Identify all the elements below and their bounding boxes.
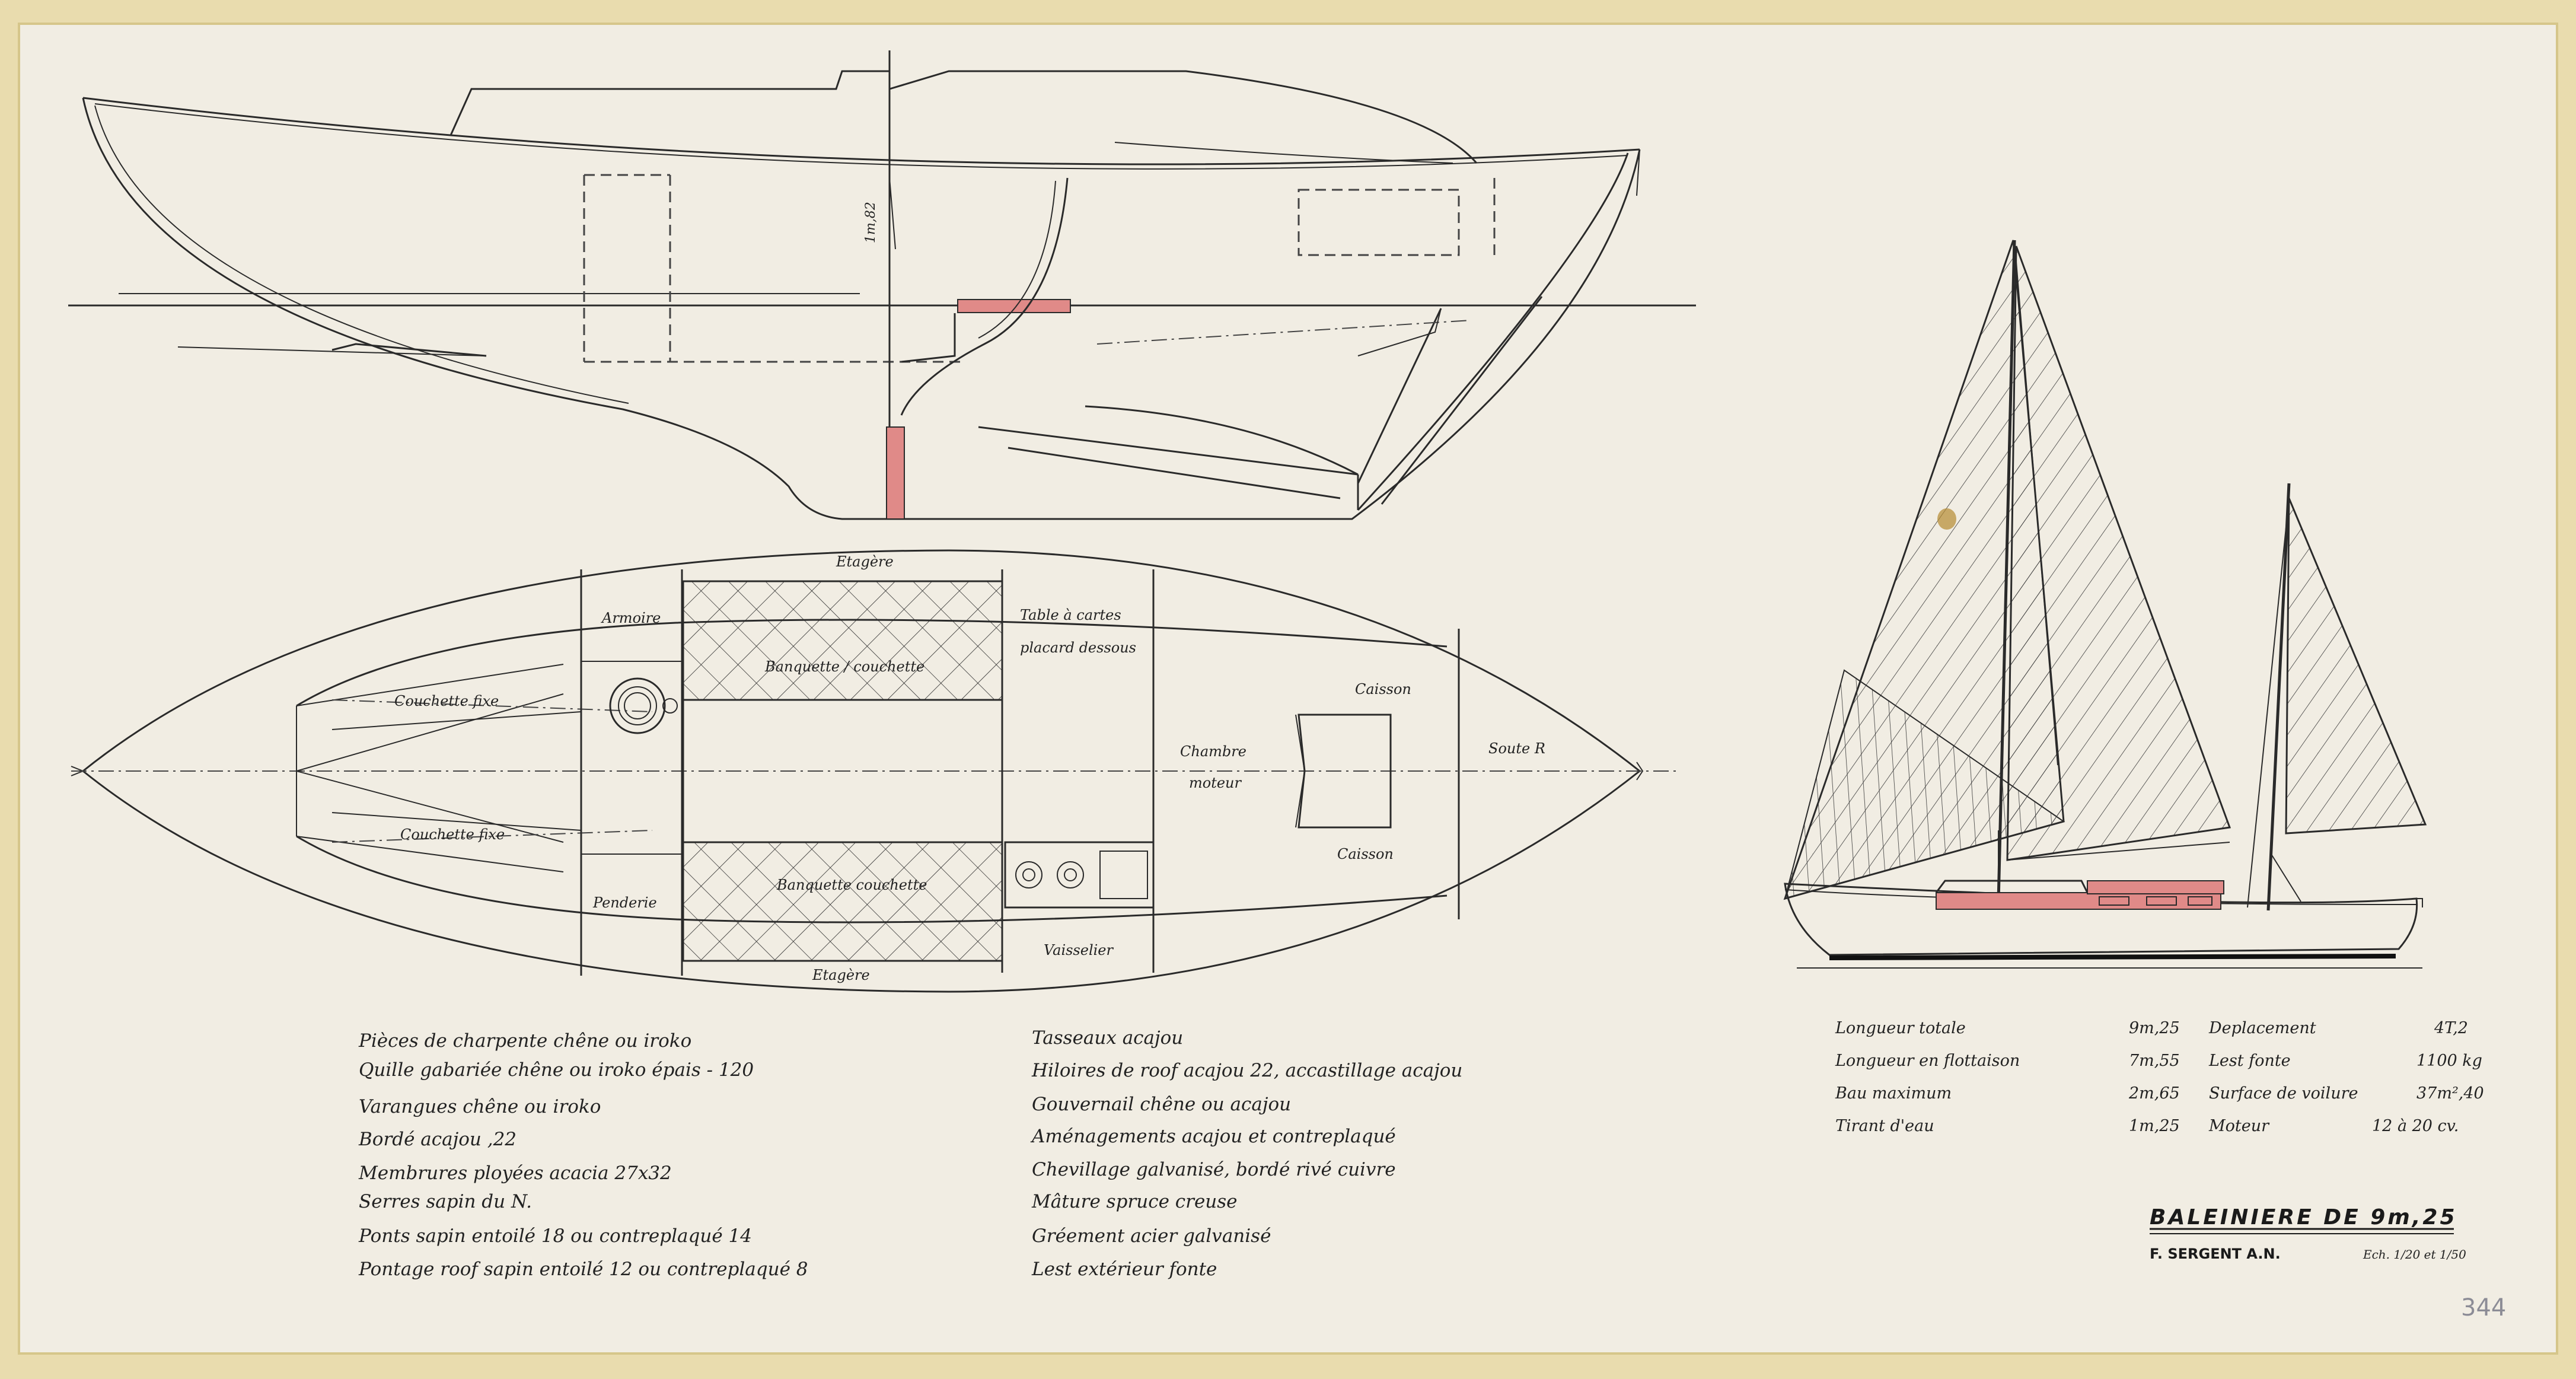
designer-name: F. SERGENT A.N. [2150, 1246, 2281, 1262]
note-left-3: Bordé acajou ,22 [358, 1129, 517, 1150]
spec-value-waterline: 7m,55 [2129, 1052, 2180, 1070]
spec-value-draft: 1m,25 [2129, 1117, 2180, 1135]
drawing-scale: Ech. 1/20 et 1/50 [2363, 1247, 2466, 1262]
spec-value-sail-area: 37m²,40 [2416, 1084, 2484, 1103]
spec-label-ballast: Lest fonte [2208, 1052, 2291, 1070]
label-etagere-top: Etagère [836, 553, 894, 570]
note-left-6: Ponts sapin entoilé 18 ou contreplaqué 1… [358, 1225, 752, 1247]
note-right-1: Hiloires de roof acajou 22, accastillage… [1031, 1060, 1462, 1081]
specifications: Longueur totale 9m,25 Longueur en flotta… [1835, 1019, 2484, 1135]
accommodation-plan [71, 549, 1678, 993]
label-caisson-top: Caisson [1355, 681, 1411, 698]
label-table-cartes: Table à cartes [1020, 607, 1121, 623]
note-left-0: Pièces de charpente chêne ou iroko [358, 1030, 691, 1052]
label-soute: Soute R [1488, 740, 1545, 757]
note-right-3: Aménagements acajou et contreplaqué [1030, 1126, 1396, 1147]
spec-label-engine: Moteur [2208, 1117, 2270, 1135]
label-caisson-bottom: Caisson [1337, 846, 1394, 862]
spec-value-displacement: 4T,2 [2434, 1019, 2468, 1037]
spec-value-length: 9m,25 [2129, 1019, 2180, 1037]
spec-label-length: Longueur totale [1835, 1019, 1966, 1037]
label-placard-dessous: placard dessous [1020, 639, 1136, 656]
spec-value-beam: 2m,65 [2128, 1084, 2180, 1103]
settee-bottom-hatch [682, 841, 1003, 962]
cabin-red-profile [1936, 892, 2221, 910]
note-right-7: Lest extérieur fonte [1031, 1259, 1217, 1280]
label-vaisselier: Vaisselier [1044, 942, 1114, 958]
note-right-2: Gouvernail chêne ou acajou [1032, 1094, 1291, 1115]
sheet-number: 344 [2461, 1294, 2506, 1321]
spec-value-engine: 12 à 20 cv. [2372, 1117, 2459, 1135]
spec-label-displacement: Deplacement [2208, 1019, 2316, 1037]
drawing-title: BALEINIERE DE 9m,25 [2150, 1205, 2457, 1230]
note-left-7: Pontage roof sapin entoilé 12 ou contrep… [358, 1259, 808, 1280]
label-etagere-bottom: Etagère [812, 967, 870, 983]
label-armoire: Armoire [601, 610, 661, 626]
spec-label-draft: Tirant d'eau [1835, 1117, 1934, 1135]
hull-profile-section [68, 50, 1696, 520]
label-couchette-fixe-bottom: Couchette fixe [400, 826, 505, 843]
label-chambre: Chambre [1180, 743, 1246, 760]
note-right-6: Gréement acier galvanisé [1032, 1225, 1271, 1247]
label-moteur: moteur [1189, 775, 1242, 791]
spec-label-sail-area: Surface de voilure [2209, 1084, 2358, 1103]
label-banquette-bottom: Banquette couchette [776, 877, 927, 893]
keel-red-section [957, 299, 1071, 313]
label-penderie: Penderie [592, 894, 657, 911]
note-left-4: Membrures ployées acacia 27x32 [358, 1163, 672, 1184]
sail-plan [1783, 240, 2427, 969]
note-left-2: Varangues chêne ou iroko [359, 1096, 601, 1117]
title-block: BALEINIERE DE 9m,25 F. SERGENT A.N. Ech.… [2150, 1205, 2506, 1321]
spec-value-ballast: 1100 kg [2416, 1052, 2482, 1070]
spec-label-waterline: Longueur en flottaison [1835, 1052, 2020, 1070]
note-left-1: Quille gabariée chêne ou iroko épais - 1… [359, 1059, 754, 1081]
rudder-red-section [886, 426, 905, 520]
note-left-5: Serres sapin du N. [359, 1191, 532, 1212]
note-right-4: Chevillage galvanisé, bordé rivé cuivre [1032, 1159, 1396, 1180]
plan-labels: Etagère Armoire Table à cartes placard d… [394, 553, 1545, 983]
note-right-5: Mâture spruce creuse [1031, 1191, 1238, 1212]
spec-label-beam: Bau maximum [1835, 1084, 1952, 1103]
note-right-0: Tasseaux acajou [1032, 1027, 1183, 1049]
mast-step [609, 677, 666, 734]
settee-top-hatch [682, 580, 1003, 701]
label-couchette-fixe-top: Couchette fixe [394, 693, 499, 709]
construction-notes-left: Pièces de charpente chêne ou iroko Quill… [358, 1030, 808, 1280]
label-banquette-top: Banquette / couchette [764, 658, 924, 675]
section-mark: 1m,82 [863, 202, 878, 243]
construction-notes-right: Tasseaux acajou Hiloires de roof acajou … [1030, 1027, 1462, 1280]
